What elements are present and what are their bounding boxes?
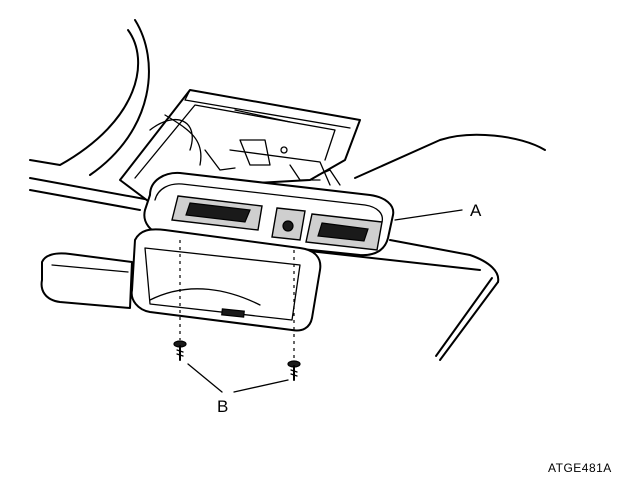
callout-label-b: B — [217, 397, 228, 416]
rearview-mirror — [40, 252, 133, 309]
screw-left — [173, 340, 187, 361]
leader-line-a — [394, 209, 463, 221]
screw-right — [287, 360, 301, 381]
leader-line-b-left — [187, 363, 223, 393]
alignment-lines — [179, 240, 295, 358]
leader-line-b-right — [233, 379, 289, 393]
figure-code: ATGE481A — [548, 461, 612, 475]
callout-label-a: A — [470, 201, 482, 220]
leader-lines — [187, 209, 463, 393]
roof-edge — [354, 133, 546, 361]
sunglass-holder — [130, 228, 322, 332]
